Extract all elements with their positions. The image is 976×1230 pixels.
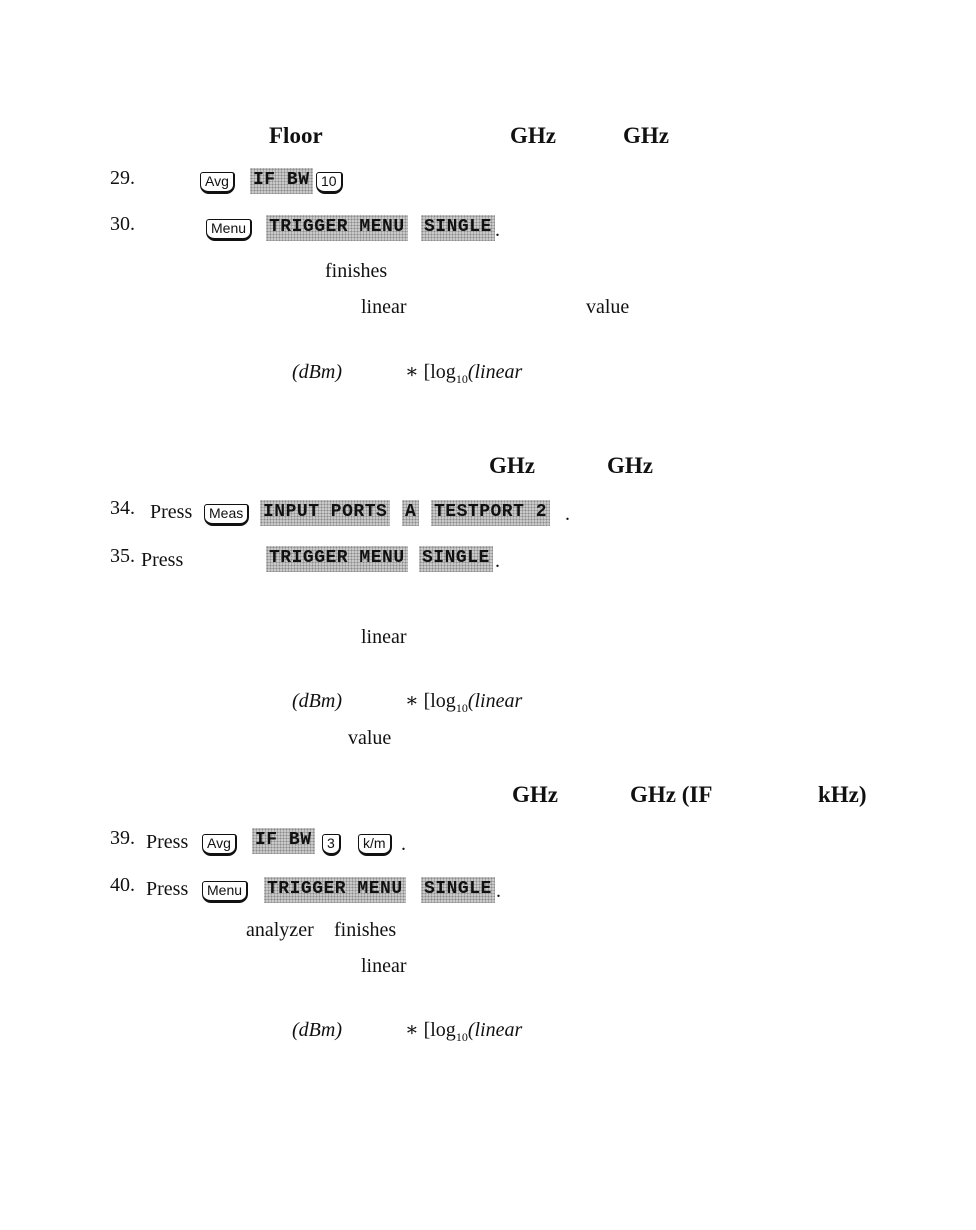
word-finishes: finishes [325,260,388,282]
formula-dbm: (dBm) [292,1019,342,1041]
step-number-40: 40. [110,874,135,896]
formula-log: ∗ [log10(linear [405,690,523,715]
step-number-34: 34. [110,497,135,519]
step-34-period: . [565,503,570,525]
press-label: Press [146,878,189,900]
formula-log: ∗ [log10(linear [405,361,523,386]
heading-ghz-stop: GHz [607,453,653,478]
three-key[interactable]: 3 [322,834,341,856]
single-softkey[interactable]: SINGLE [421,877,495,903]
step-39-period: . [401,833,406,855]
step-number-29: 29. [110,167,135,189]
trigger-menu-softkey[interactable]: TRIGGER MENU [266,215,408,241]
heading-ghz-start: GHz [489,453,535,478]
avg-key[interactable]: Avg [202,834,237,856]
step-number-39: 39. [110,827,135,849]
step-30-period: . [495,219,500,241]
step-number-35: 35. [110,545,135,567]
word-linear: linear [361,296,407,318]
word-value: value [586,296,630,318]
word-linear: linear [361,626,407,648]
menu-key[interactable]: Menu [206,219,253,241]
word-linear: linear [361,955,407,977]
heading-floor: Floor [269,123,323,148]
menu-key[interactable]: Menu [202,881,249,903]
trigger-menu-softkey[interactable]: TRIGGER MENU [266,546,408,572]
press-label: Press [150,501,193,523]
press-label: Press [146,831,189,853]
heading-ghz-start: GHz [510,123,556,148]
ten-key[interactable]: 10 [316,172,343,194]
trigger-menu-softkey[interactable]: TRIGGER MENU [264,877,406,903]
formula-dbm: (dBm) [292,361,342,383]
formula-log: ∗ [log10(linear [405,1019,523,1044]
single-softkey[interactable]: SINGLE [421,215,495,241]
avg-key[interactable]: Avg [200,172,235,194]
input-ports-softkey[interactable]: INPUT PORTS [260,500,391,526]
a-softkey[interactable]: A [402,500,420,526]
formula-dbm: (dBm) [292,690,342,712]
heading-ghz-stop: GHz [623,123,669,148]
word-analyzer: analyzer [246,919,314,941]
if-bw-softkey[interactable]: IF BW [252,828,315,854]
word-finishes: finishes [334,919,397,941]
heading-khz: kHz) [818,782,867,807]
testport-2-softkey[interactable]: TESTPORT 2 [431,500,551,526]
press-label: Press [141,549,184,571]
if-bw-softkey[interactable]: IF BW [250,168,313,194]
step-number-30: 30. [110,213,135,235]
word-value: value [348,727,392,749]
heading-ghz-if: GHz (IF [630,782,713,807]
k-m-key[interactable]: k/m [358,834,392,856]
step-40-period: . [496,880,501,902]
step-35-period: . [495,550,500,572]
meas-key[interactable]: Meas [204,504,250,526]
heading-ghz-start: GHz [512,782,558,807]
single-softkey[interactable]: SINGLE [419,546,493,572]
